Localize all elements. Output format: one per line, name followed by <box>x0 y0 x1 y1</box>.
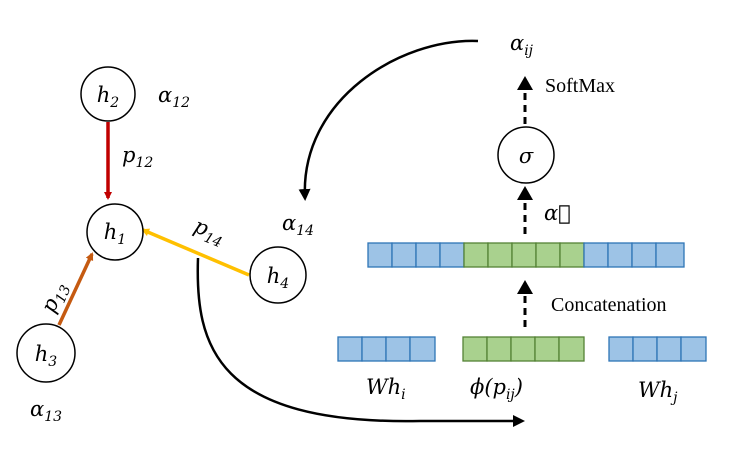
p13-label: p13 <box>36 278 74 318</box>
edge-h3-h1 <box>57 252 94 326</box>
node-h4: h4 <box>249 246 307 304</box>
node-h3: h3 <box>16 323 76 383</box>
curve-from-output <box>298 39 479 201</box>
dashed-arrow-concat <box>517 280 533 327</box>
p12-label: p12 <box>122 143 153 171</box>
whj-vector <box>608 336 707 362</box>
svg-text:h4: h4 <box>267 264 289 292</box>
alpha-vector-label: α⃗ <box>544 201 571 225</box>
alpha-ij-label: αij <box>510 31 534 59</box>
phi-vector <box>462 336 585 362</box>
node-h1: h1 <box>86 203 144 261</box>
whi-vector <box>337 336 436 362</box>
svg-text:h2: h2 <box>97 83 120 111</box>
whi-label: Whi <box>366 375 406 403</box>
alpha-12-label: α12 <box>158 83 190 111</box>
svg-text:σ: σ <box>519 144 534 168</box>
svg-text:h3: h3 <box>35 342 58 370</box>
alpha-14-label: α14 <box>282 211 314 239</box>
softmax-label: SoftMax <box>545 75 615 97</box>
dashed-arrow-softmax <box>517 76 533 124</box>
whj-label: Whj <box>638 378 678 406</box>
alpha-13-label: α13 <box>30 397 62 425</box>
p14-label: p14 <box>189 214 228 252</box>
concatenation-label: Concatenation <box>551 294 667 316</box>
concatenated-vector <box>367 242 685 268</box>
phi-label: ϕ(pij) <box>470 375 523 403</box>
curve-to-phi <box>196 257 525 427</box>
svg-text:h1: h1 <box>104 220 126 248</box>
node-h2: h2 <box>80 66 136 122</box>
dashed-arrow-alpha <box>517 186 533 234</box>
edge-h4-h1 <box>141 228 250 277</box>
sigma-node: σ <box>497 126 555 184</box>
